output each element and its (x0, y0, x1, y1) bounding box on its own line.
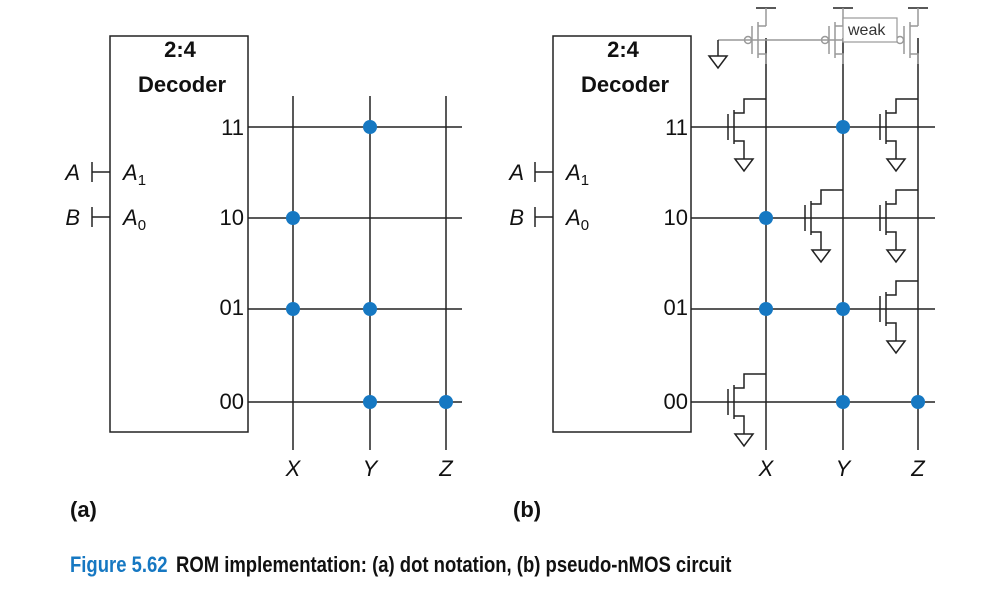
input-b-signal-a: A (507, 160, 524, 185)
decoder-b-box (552, 35, 692, 433)
input-b-pin-a0: A0 (564, 205, 589, 234)
row-b-label-00: 00 (664, 389, 688, 414)
input-b-signal-b: B (509, 205, 524, 230)
nmos-10-y-ground (810, 242, 832, 264)
nmos-01-z-ground-triangle (885, 340, 907, 355)
nmos-11-x-ground (733, 151, 755, 173)
nmos-11-x-source (734, 140, 745, 151)
row-b-label-01: 01 (664, 295, 688, 320)
nmos-00-x-ground (733, 426, 755, 448)
nmos-10-z-ground (885, 242, 907, 264)
panel-b-label: (b) (513, 497, 541, 522)
row-b-label-10: 10 (664, 205, 688, 230)
weak-label: weak (847, 22, 886, 39)
decoder-b-title-line2: Decoder (581, 72, 669, 97)
nmos-00-x-source (734, 415, 745, 426)
nmos-11-z-drain (886, 98, 918, 114)
pullup-gate-ground-triangle (707, 55, 729, 70)
nmos-10-z-drain (886, 189, 918, 205)
dot-a-01-x (286, 302, 300, 316)
nmos-00-x-ground-triangle (733, 433, 755, 448)
nmos-01-z-ground (885, 333, 907, 355)
decoder-a-title-line1: 2:4 (164, 37, 197, 62)
nmos-10-y (804, 189, 843, 264)
column-a-label-z: Z (438, 456, 454, 481)
decoder-a-title-line2: Decoder (138, 72, 226, 97)
input-b-pin-a1: A1 (564, 160, 589, 189)
row-b-label-11: 11 (665, 115, 688, 140)
nmos-11-x (727, 98, 766, 173)
nmos-01-z-drain (886, 280, 918, 296)
nmos-10-z-ground-triangle (885, 249, 907, 264)
dot-b-10-x (759, 211, 773, 225)
column-b-label-y: Y (836, 456, 852, 481)
dot-b-01-x (759, 302, 773, 316)
dot-a-11-y (363, 120, 377, 134)
nmos-01-z (879, 280, 918, 355)
nmos-01-z-source (886, 322, 897, 333)
decoder-a-box (109, 35, 249, 433)
column-b-label-x: X (758, 456, 775, 481)
dot-a-00-z (439, 395, 453, 409)
pmos-pullup-x-drain (758, 53, 767, 64)
wires-layer (91, 35, 935, 450)
nmos-11-z-source (886, 140, 897, 151)
weak-label-box (842, 17, 898, 43)
nmos-10-y-source (811, 231, 822, 242)
pmos-pullup-y-drain (835, 53, 844, 64)
dot-b-11-y (836, 120, 850, 134)
pmos-pullup-x (743, 7, 776, 64)
dot-a-00-y (363, 395, 377, 409)
figure-number: Figure 5.62 (70, 552, 168, 577)
figure-caption: Figure 5.62 ROM implementation: (a) dot n… (70, 552, 731, 578)
nmos-11-x-drain (734, 98, 766, 114)
dot-a-10-x (286, 211, 300, 225)
pullup-gate-ground (707, 40, 729, 70)
decoder-b-title-line1: 2:4 (607, 37, 640, 62)
dots-layer (286, 120, 925, 409)
nmos-11-z-ground (885, 151, 907, 173)
input-a-pin-a1: A1 (121, 160, 146, 189)
nmos-11-z (879, 98, 918, 173)
row-a-label-01: 01 (220, 295, 244, 320)
nmos-00-x (727, 373, 766, 448)
nmos-00-x-drain (734, 373, 766, 389)
nmos-10-z-source (886, 231, 897, 242)
nmos-10-z (879, 189, 918, 264)
input-a-signal-a: A (63, 160, 80, 185)
figure-caption-text: ROM implementation: (a) dot notation, (b… (175, 552, 732, 577)
column-b-label-z: Z (910, 456, 926, 481)
nmos-10-y-ground-triangle (810, 249, 832, 264)
dot-b-00-z (911, 395, 925, 409)
pmos-pullup-z (895, 7, 928, 64)
panel-a-label: (a) (70, 497, 97, 522)
nmos-10-y-drain (811, 189, 843, 205)
row-a-label-00: 00 (220, 389, 244, 414)
column-a-label-y: Y (363, 456, 379, 481)
labels-layer: 2:4 Decoder A A1 B A0 11 10 01 00 X Y Z … (63, 22, 926, 522)
dot-a-01-y (363, 302, 377, 316)
row-a-label-10: 10 (220, 205, 244, 230)
input-a-pin-a0: A0 (121, 205, 146, 234)
pmos-pullup-z-drain (910, 53, 919, 64)
dot-b-00-y (836, 395, 850, 409)
column-a-label-x: X (285, 456, 302, 481)
dot-b-01-y (836, 302, 850, 316)
nmos-11-z-ground-triangle (885, 158, 907, 173)
pullup-transistors (707, 7, 928, 70)
pulldown-transistors (727, 98, 918, 448)
input-a-signal-b: B (65, 205, 80, 230)
row-a-label-11: 11 (221, 115, 244, 140)
nmos-11-x-ground-triangle (733, 158, 755, 173)
